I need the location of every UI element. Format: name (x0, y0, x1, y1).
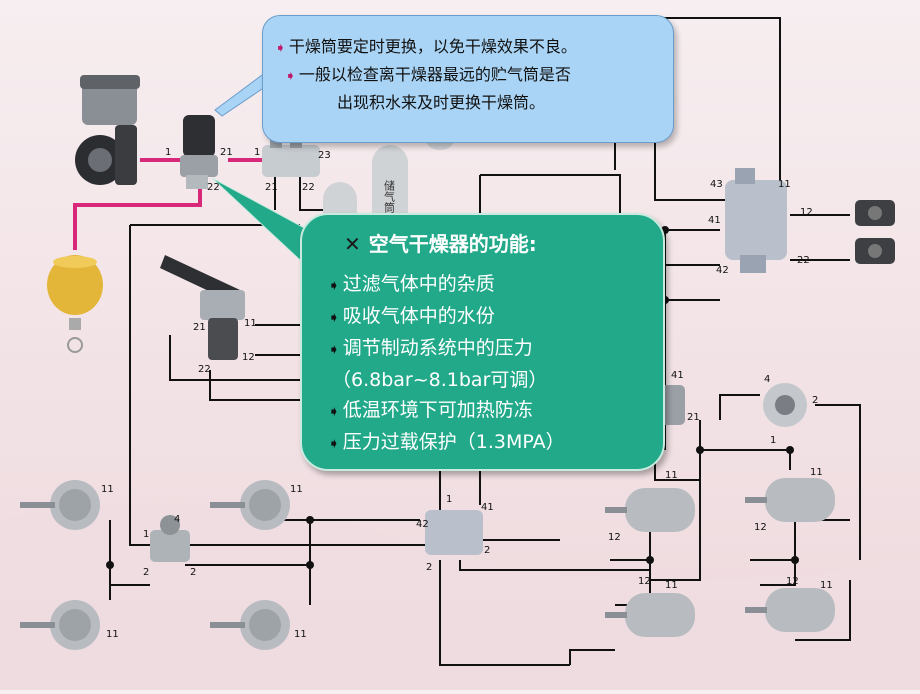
quick-release-valve-illustration (150, 515, 190, 562)
bullet-icon: ➧ (285, 69, 296, 84)
port-label: 11 (778, 179, 791, 190)
port-label: 42 (416, 519, 429, 530)
reservoir-tank-illustration (47, 255, 103, 353)
function-item: ➧压力过载保护（1.3MPA） (328, 431, 565, 453)
rear-brake-chambers-illustration (605, 478, 835, 637)
bullet-icon: ➧ (328, 310, 340, 326)
note-line-3: 出现积水来及时更换干燥筒。 (337, 93, 546, 112)
port-label: 2 (812, 395, 818, 406)
port-label: 1 (446, 494, 452, 505)
tank-label: 储气筒 (383, 179, 396, 214)
quick-release-valve-right-illustration (763, 383, 807, 427)
relay-valve-bottom-illustration (425, 510, 483, 555)
port-label: 11 (290, 484, 303, 495)
port-label: 2 (143, 567, 149, 578)
port-label: 4 (174, 514, 180, 525)
red-pipes (73, 158, 262, 250)
port-label: 12 (638, 576, 651, 587)
port-label: 11 (665, 470, 678, 481)
note-line-2: ➧一般以检查离干燥器最远的贮气筒是否 (285, 65, 571, 84)
port-label: 23 (318, 150, 331, 161)
port-label: 1 (165, 147, 171, 158)
function-item: ➧过滤气体中的杂质 (328, 273, 495, 295)
port-label: 11 (101, 484, 114, 495)
port-label: 11 (665, 580, 678, 591)
function-title: ✕空气干燥器的功能: (344, 232, 537, 256)
function-item: ➧低温环境下可加热防冻 (328, 399, 533, 421)
port-label: 11 (810, 467, 823, 478)
relay-valve-top-illustration (725, 168, 787, 273)
four-circuit-valve-illustration (262, 138, 320, 177)
air-dryer-illustration (180, 115, 218, 189)
port-label: 22 (198, 364, 211, 375)
port-label: 41 (671, 370, 684, 381)
port-label: 11 (294, 629, 307, 640)
port-label: 42 (716, 265, 729, 276)
port-label: 4 (764, 374, 770, 385)
port-label: 22 (302, 182, 315, 193)
compressor-illustration (75, 75, 140, 185)
port-label: 2 (426, 562, 432, 573)
port-label: 21 (220, 147, 233, 158)
port-label: 11 (820, 580, 833, 591)
front-brake-chambers-illustration (20, 480, 290, 650)
clover-icon: ✕ (344, 232, 361, 256)
note-line-1: ➧干燥筒要定时更换，以免干燥效果不良。 (275, 37, 577, 56)
bullet-icon: ➧ (275, 41, 286, 56)
port-label: 2 (484, 545, 490, 556)
callout-arrow (214, 74, 269, 117)
bullet-icon: ➧ (328, 342, 340, 358)
function-item: ➧调节制动系统中的压力 (328, 337, 533, 359)
port-label: 12 (786, 576, 799, 587)
dryer-maintenance-note: ➧干燥筒要定时更换，以免干燥效果不良。 ➧一般以检查离干燥器最远的贮气筒是否 出… (262, 15, 674, 143)
function-pointer (211, 177, 313, 261)
background-wave (0, 499, 920, 690)
port-label: 1 (254, 147, 260, 158)
port-label: 11 (106, 629, 119, 640)
port-label: 41 (708, 215, 721, 226)
port-label: 21 (687, 412, 700, 423)
trailer-couplings-illustration (855, 200, 895, 264)
dryer-function-box: ✕空气干燥器的功能: ➧过滤气体中的杂质 ➧吸收气体中的水份 ➧调节制动系统中的… (300, 213, 665, 471)
bullet-icon: ➧ (328, 436, 340, 452)
port-label: 22 (797, 255, 810, 266)
port-label: 12 (800, 207, 813, 218)
pressure-range-note: （6.8bar~8.1bar可调） (332, 369, 548, 391)
bullet-icon: ➧ (328, 404, 340, 420)
port-label: 12 (242, 352, 255, 363)
port-labels: 1 21 22 1 21 22 23 43 11 41 42 12 22 21 … (101, 147, 833, 640)
brake-pedal-valve-illustration (160, 255, 245, 360)
port-label: 11 (244, 318, 257, 329)
port-label: 12 (608, 532, 621, 543)
bullet-icon: ➧ (328, 278, 340, 294)
port-label: 12 (754, 522, 767, 533)
port-label: 43 (710, 179, 723, 190)
port-label: 1 (770, 435, 776, 446)
port-label: 1 (143, 529, 149, 540)
function-item: ➧吸收气体中的水份 (328, 305, 495, 327)
port-label: 2 (190, 567, 196, 578)
port-label: 21 (193, 322, 206, 333)
port-label: 21 (265, 182, 278, 193)
port-label: 22 (207, 182, 220, 193)
port-label: 41 (481, 502, 494, 513)
